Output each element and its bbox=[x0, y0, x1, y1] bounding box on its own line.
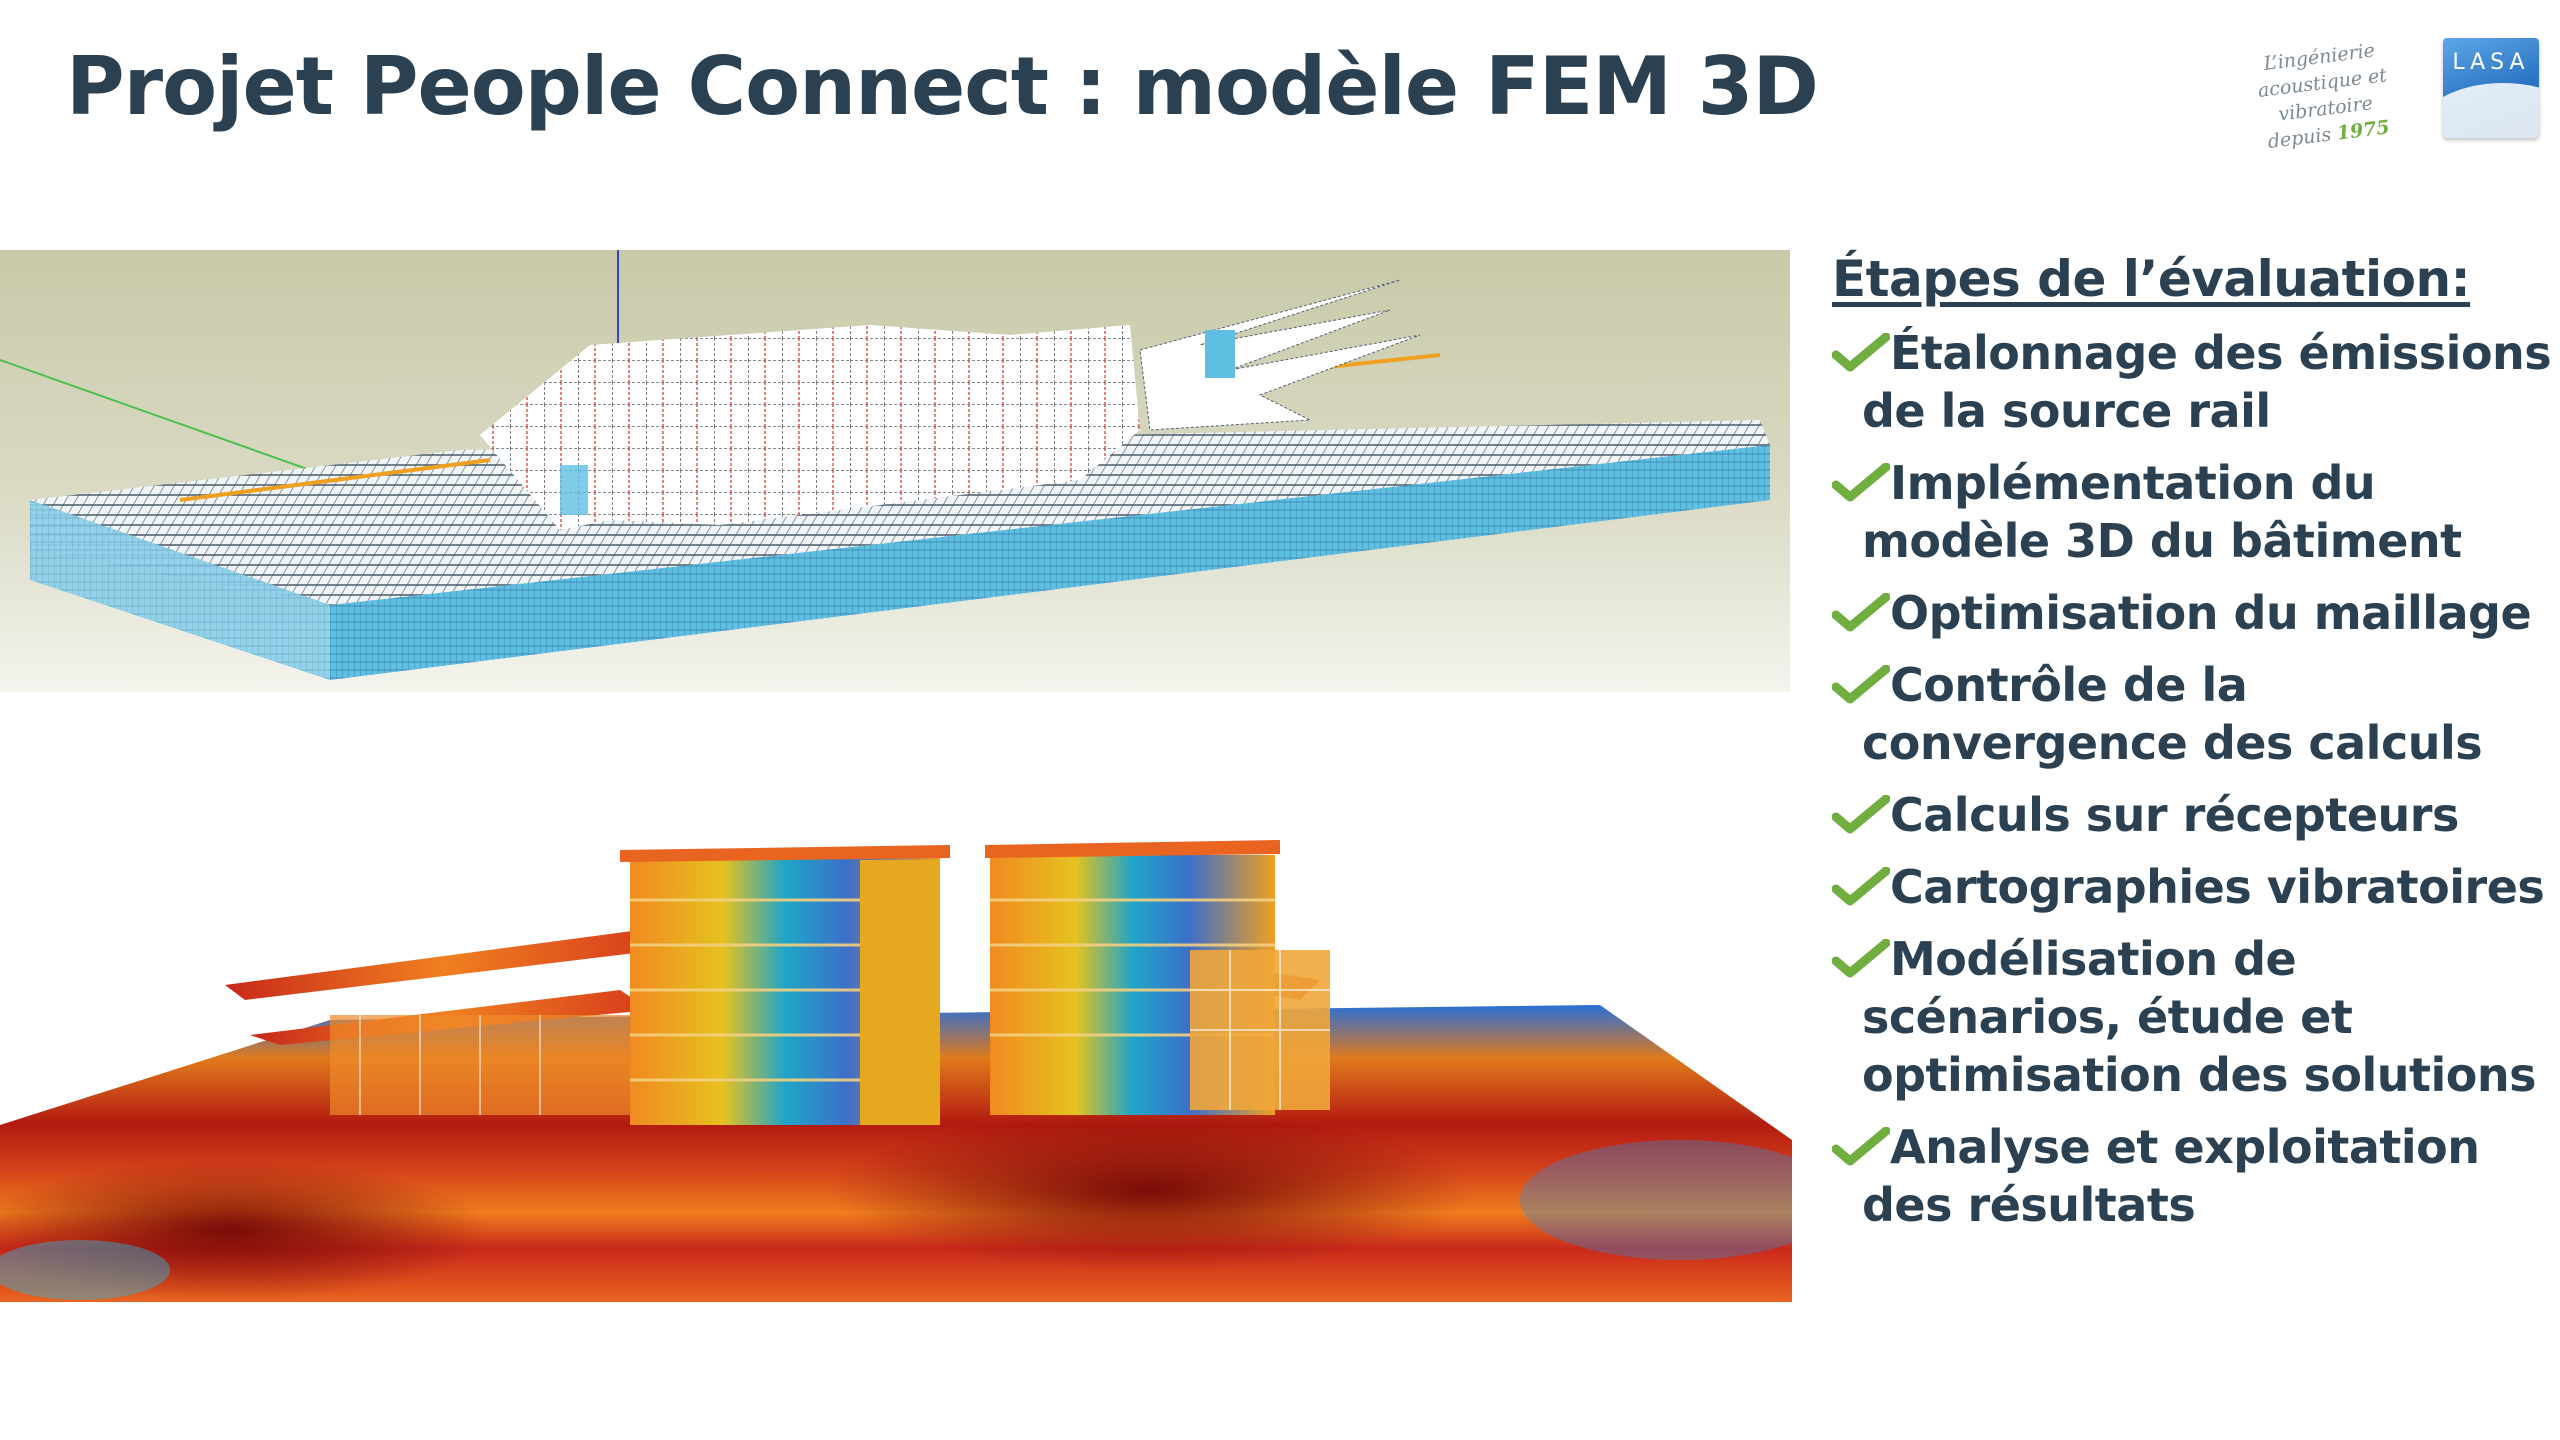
logo-mark: LASA bbox=[2443, 38, 2539, 138]
list-item: Optimisation du maillage bbox=[1832, 584, 2552, 642]
panel-heading: Étapes de l’évaluation: bbox=[1832, 250, 2471, 308]
check-icon bbox=[1832, 463, 1890, 502]
check-icon bbox=[1832, 795, 1890, 834]
check-icon bbox=[1832, 867, 1890, 906]
slide-title: Projet People Connect : modèle FEM 3D bbox=[66, 40, 1819, 133]
logo-brand: LASA bbox=[2452, 50, 2530, 75]
check-icon bbox=[1832, 333, 1890, 372]
check-icon bbox=[1832, 593, 1890, 632]
list-item: Calculs sur récepteurs bbox=[1832, 786, 2552, 844]
check-icon bbox=[1832, 1127, 1890, 1166]
logo-tagline: L’ingénierie acoustique et vibratoire de… bbox=[2256, 39, 2391, 154]
list-item: Modélisation de scénarios, étude et opti… bbox=[1832, 930, 2552, 1104]
evaluation-steps-panel: Étapes de l’évaluation: Étalonnage des é… bbox=[1832, 250, 2552, 1248]
check-icon bbox=[1832, 939, 1890, 978]
vibration-map-image bbox=[0, 840, 1792, 1302]
list-item: Contrôle de la convergence des calculs bbox=[1832, 656, 2552, 772]
list-item: Implémentation du modèle 3D du bâtiment bbox=[1832, 454, 2552, 570]
list-item: Cartographies vibratoires bbox=[1832, 858, 2552, 916]
logo-year: 1975 bbox=[2335, 116, 2391, 145]
list-item: Étalonnage des émissions de la source ra… bbox=[1832, 324, 2552, 440]
company-logo: L’ingénierie acoustique et vibratoire de… bbox=[2210, 38, 2540, 153]
steps-list: Étalonnage des émissions de la source ra… bbox=[1832, 324, 2552, 1234]
check-icon bbox=[1832, 665, 1890, 704]
fem-mesh-model-image bbox=[0, 250, 1790, 692]
list-item: Analyse et exploitation des résultats bbox=[1832, 1118, 2552, 1234]
